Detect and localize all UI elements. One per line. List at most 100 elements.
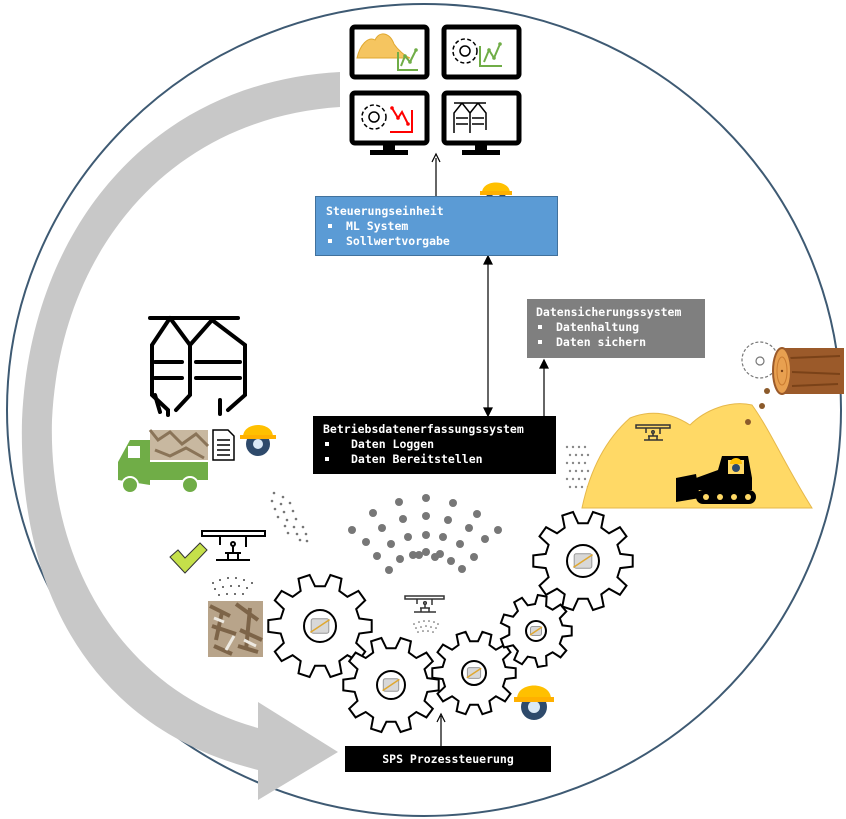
dust-dot bbox=[565, 461, 569, 465]
dust-dot bbox=[422, 512, 430, 520]
spray-nozzle-icon-pile bbox=[635, 424, 671, 441]
data-acquisition-item: Daten Bereitstellen bbox=[323, 452, 546, 467]
data-acquisition-title: Betriebsdatenerfassungssystem bbox=[323, 422, 524, 436]
wood-log-icon bbox=[772, 347, 844, 395]
dust-dot bbox=[439, 533, 447, 541]
monitor-silo-view bbox=[441, 90, 522, 155]
dust-dot bbox=[298, 538, 302, 542]
dust-particles-small bbox=[270, 491, 309, 543]
dust-dot bbox=[273, 507, 277, 511]
dust-dot bbox=[362, 538, 370, 546]
arrow-gears-to-plc bbox=[436, 712, 446, 746]
dust-dot bbox=[568, 485, 572, 489]
dust-dot bbox=[385, 566, 393, 574]
control-unit-item: ML System bbox=[326, 219, 547, 234]
dust-dot bbox=[422, 548, 430, 556]
bulldozer-icon bbox=[676, 456, 756, 504]
dust-dot bbox=[422, 494, 430, 502]
dust-dot bbox=[447, 557, 455, 565]
dust-dot bbox=[494, 526, 502, 534]
dust-dot bbox=[580, 485, 584, 489]
dust-dot bbox=[276, 515, 280, 519]
dust-dot bbox=[571, 461, 575, 465]
spray-mist-left bbox=[212, 577, 253, 596]
dust-dot bbox=[571, 445, 575, 449]
gear-press bbox=[431, 630, 517, 716]
cycle-circle bbox=[6, 3, 842, 817]
dust-particles-right bbox=[565, 445, 590, 489]
dust-dot bbox=[583, 461, 587, 465]
dust-dot bbox=[583, 445, 587, 449]
spray-nozzle-icon-middle bbox=[404, 595, 445, 613]
dust-dot bbox=[583, 477, 587, 481]
backup-system-list: Datenhaltung Daten sichern bbox=[536, 320, 696, 350]
pelletizer-machine-icon bbox=[309, 618, 331, 634]
dust-dot bbox=[481, 535, 489, 543]
dust-dot bbox=[409, 551, 417, 559]
sawdust-falling bbox=[745, 388, 770, 425]
silo-machine-icon bbox=[529, 626, 543, 636]
dust-dot bbox=[577, 445, 581, 449]
press-machine-icon bbox=[466, 667, 482, 679]
dust-dot bbox=[396, 555, 404, 563]
dust-dot bbox=[577, 461, 581, 465]
arrow-control-to-monitors bbox=[431, 152, 441, 196]
monitor-gear-trend-good bbox=[441, 24, 522, 80]
dust-dot bbox=[565, 477, 569, 481]
dust-dot bbox=[270, 499, 274, 503]
dust-dot bbox=[286, 531, 290, 535]
dust-dot bbox=[387, 540, 395, 548]
dust-dot bbox=[404, 533, 412, 541]
conveyor-machine-icon bbox=[572, 553, 594, 569]
dust-dot bbox=[586, 453, 590, 457]
backup-system-title: Datensicherungssystem bbox=[536, 305, 682, 319]
dust-dot bbox=[369, 509, 377, 517]
control-unit-list: ML System Sollwertvorgabe bbox=[326, 219, 547, 249]
gear-conveyor bbox=[532, 510, 634, 612]
checkmark-icon bbox=[169, 542, 208, 574]
delivery-truck-icon bbox=[118, 429, 210, 494]
dust-dot bbox=[574, 469, 578, 473]
dryer-machine-icon bbox=[382, 678, 400, 692]
dust-dot bbox=[281, 495, 285, 499]
dust-dot bbox=[292, 525, 296, 529]
data-acquisition-box: Betriebsdatenerfassungssystem Daten Logg… bbox=[313, 416, 556, 474]
plc-label: SPS Prozessteuerung bbox=[382, 752, 514, 766]
gear-dryer bbox=[342, 636, 440, 734]
dust-dot bbox=[470, 553, 478, 561]
dust-dot bbox=[285, 518, 289, 522]
arrow-acquisition-to-backup bbox=[539, 358, 549, 416]
dust-dot bbox=[291, 509, 295, 513]
data-acquisition-item: Daten Loggen bbox=[323, 437, 546, 452]
dust-dot bbox=[305, 539, 309, 543]
dust-dot bbox=[294, 517, 298, 521]
dust-dot bbox=[568, 453, 572, 457]
flow-arrow bbox=[21, 72, 341, 800]
dust-dot bbox=[577, 477, 581, 481]
dust-dot bbox=[373, 552, 381, 560]
dust-dot bbox=[348, 526, 356, 534]
dust-dot bbox=[304, 532, 308, 536]
monitor-gear-trend-bad bbox=[349, 90, 430, 155]
dust-dot bbox=[288, 501, 292, 505]
process-gears bbox=[267, 510, 634, 734]
dust-dot bbox=[449, 499, 457, 507]
dust-dot bbox=[458, 565, 466, 573]
backup-system-box: Datensicherungssystem Datenhaltung Daten… bbox=[527, 299, 705, 358]
data-acquisition-list: Daten Loggen Daten Bereitstellen bbox=[323, 437, 546, 467]
plc-box: SPS Prozessteuerung bbox=[345, 746, 551, 772]
twin-silo-icon bbox=[148, 316, 247, 417]
gear-silo bbox=[499, 593, 573, 669]
sawdust-pile bbox=[581, 403, 813, 509]
dust-dot bbox=[456, 540, 464, 548]
dust-dot bbox=[283, 524, 287, 528]
backup-system-item: Daten sichern bbox=[536, 335, 696, 350]
wood-pellets-image bbox=[208, 601, 263, 657]
operator-helmet-icon-plant bbox=[514, 685, 554, 720]
dust-dot bbox=[378, 524, 386, 532]
dust-dot bbox=[574, 453, 578, 457]
control-unit-item: Sollwertvorgabe bbox=[326, 234, 547, 249]
dust-dot bbox=[571, 477, 575, 481]
dust-dot bbox=[395, 498, 403, 506]
